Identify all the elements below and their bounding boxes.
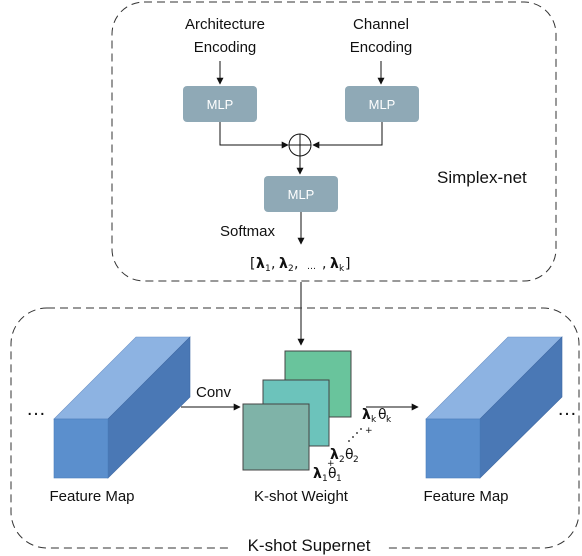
arrow-mlp-right-to-sum [312, 122, 383, 149]
mlp-center-box [264, 176, 338, 212]
kshot-supernet-boundary [10, 307, 580, 549]
lambda-theta-k-theta-sub: k [386, 415, 392, 425]
lambda-theta-1-lambda: λ [313, 466, 322, 482]
lambda-vector-open: [ [250, 256, 255, 272]
softmax-label: Softmax [220, 223, 276, 240]
lambda-theta-k-sub: k [371, 415, 377, 425]
left-ellipsis: … [26, 398, 46, 420]
feature-map-left-cube [53, 336, 191, 479]
lambda-2-subscript: 2 [288, 264, 294, 274]
weight-front [242, 403, 310, 471]
lambda-1-symbol: λ [256, 256, 265, 272]
lambda-theta-2-theta: θ [345, 447, 354, 463]
lambda-1-subscript: 1 [265, 264, 271, 274]
feature-map-right-cube [425, 336, 563, 479]
lambda-theta-2-theta-sub: 2 [353, 455, 359, 465]
conv-label: Conv [196, 384, 232, 401]
arrow-mlp-left-to-sum [219, 122, 289, 149]
simplex-net-title: Simplex-net [437, 168, 527, 187]
plus-sign-1: + [327, 459, 335, 469]
lambda-ellipsis-comma: , [322, 256, 326, 272]
lambda-vector-ellipsis: … [307, 262, 316, 272]
lambda-theta-1-theta-sub: 1 [336, 474, 342, 484]
architecture-encoding-label-line2: Encoding [194, 39, 257, 56]
channel-encoding-label-line1: Channel [353, 16, 409, 33]
mlp-left-box [183, 86, 257, 122]
lambda-theta-1-sub: 1 [322, 474, 328, 484]
architecture-encoding-label-line1: Architecture [185, 16, 265, 33]
mlp-left-label: MLP [207, 97, 234, 112]
lambda-theta-2-lambda: λ [330, 447, 339, 463]
lambda-k-subscript: k [339, 264, 345, 274]
mlp-center-label: MLP [288, 187, 315, 202]
simplex-net-boundary [111, 1, 557, 282]
kshot-supernet-title: K-shot Supernet [248, 536, 371, 555]
plus-sign-k: + [365, 426, 373, 436]
lambda-k-symbol: λ [330, 256, 339, 272]
lambda-vector: [ λ 1 , λ 2 , … , λ k ] [250, 256, 350, 274]
right-ellipsis: … [557, 398, 577, 420]
sum-node-icon [288, 133, 312, 157]
channel-encoding-label-line2: Encoding [350, 39, 413, 56]
mlp-right-label: MLP [369, 97, 396, 112]
lambda-theta-k-theta: θ [378, 407, 387, 423]
lambda-theta-2-sub: 2 [339, 455, 345, 465]
lambda-1-comma: , [271, 256, 275, 272]
kshot-weight-label: K-shot Weight [254, 488, 349, 505]
feature-map-left-label: Feature Map [49, 488, 134, 505]
mlp-right-box [345, 86, 419, 122]
lambda-vector-close: ] [345, 256, 350, 272]
kshot-supernet-title-backdrop [230, 535, 388, 555]
lambda-2-symbol: λ [279, 256, 288, 272]
lambda-theta-k-lambda: λ [362, 407, 371, 423]
dotted-sum-ellipsis [348, 428, 362, 442]
lambda-theta-1-theta: θ [328, 466, 337, 482]
feature-map-right-label: Feature Map [423, 488, 508, 505]
lambda-2-comma: , [294, 256, 298, 272]
